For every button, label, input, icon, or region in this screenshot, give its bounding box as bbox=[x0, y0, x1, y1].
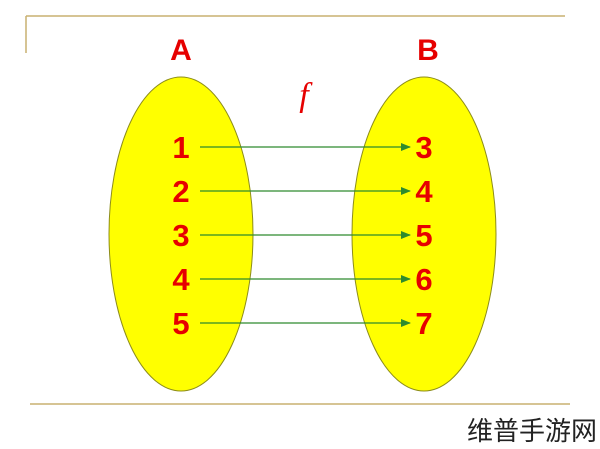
set-a-element: 5 bbox=[172, 306, 189, 341]
set-a-ellipse bbox=[108, 76, 254, 392]
set-b-element: 7 bbox=[415, 306, 432, 341]
mapping-arrows bbox=[200, 143, 411, 327]
set-a-elements: 1 2 3 4 5 bbox=[172, 130, 190, 341]
set-a-label: A bbox=[170, 34, 192, 67]
set-a-element: 1 bbox=[172, 130, 189, 165]
set-b-label: B bbox=[417, 34, 439, 67]
set-a-element: 4 bbox=[172, 262, 190, 297]
set-b-element: 4 bbox=[415, 174, 433, 209]
set-a-element: 3 bbox=[172, 218, 189, 253]
set-b-element: 3 bbox=[415, 130, 432, 165]
function-label: f bbox=[299, 77, 313, 114]
set-b-element: 5 bbox=[415, 218, 432, 253]
top-frame-line bbox=[25, 15, 565, 53]
set-b-ellipse bbox=[351, 76, 497, 392]
watermark-text: 维普手游网 bbox=[467, 417, 597, 447]
set-b-element: 6 bbox=[415, 262, 432, 297]
set-b-elements: 3 4 5 6 7 bbox=[415, 130, 433, 341]
set-a-element: 2 bbox=[172, 174, 189, 209]
